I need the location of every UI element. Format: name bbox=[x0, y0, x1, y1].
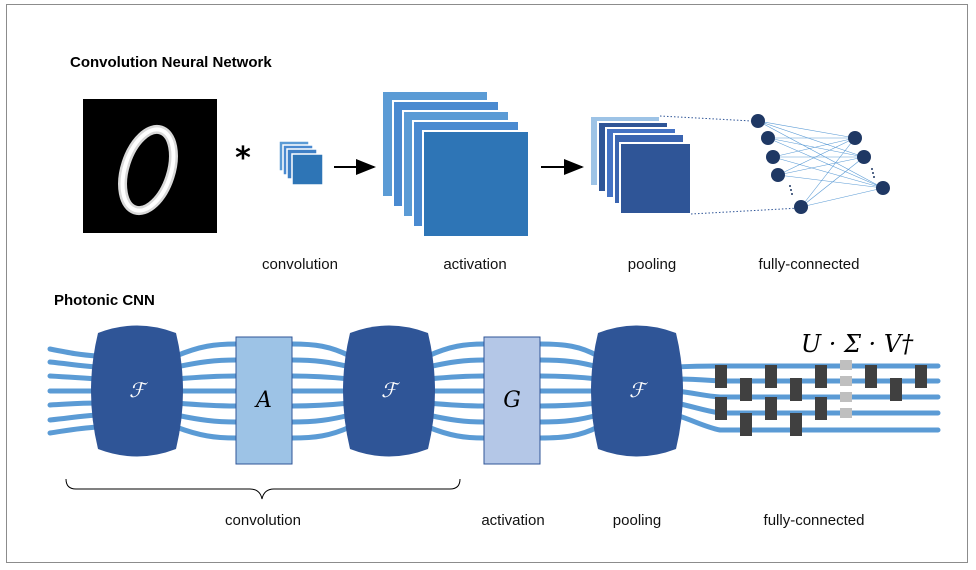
activation-maps-stack bbox=[381, 90, 530, 238]
mzi-element bbox=[765, 397, 777, 420]
svg-text:ℱ: ℱ bbox=[381, 378, 400, 402]
fc-node bbox=[857, 150, 871, 164]
fc-node bbox=[751, 114, 765, 128]
mzi-sigma-element bbox=[840, 408, 852, 418]
mzi-element bbox=[740, 378, 752, 401]
photonic-cnn-title: Photonic CNN bbox=[54, 292, 155, 309]
mzi-mesh bbox=[715, 360, 927, 436]
mzi-sigma-element bbox=[840, 376, 852, 386]
kernel-stack bbox=[278, 140, 324, 186]
pooling-maps-stack bbox=[589, 115, 692, 215]
photonic-label-convolution: convolution bbox=[225, 512, 301, 529]
fc-node bbox=[848, 131, 862, 145]
mzi-element bbox=[715, 397, 727, 420]
amplitude-mask-block: A bbox=[235, 336, 293, 465]
mzi-element bbox=[790, 413, 802, 436]
mzi-element bbox=[740, 413, 752, 436]
svd-formula: U · Σ · V† bbox=[801, 330, 914, 358]
mzi-element bbox=[865, 365, 877, 388]
pooling-projection-line-top bbox=[659, 115, 753, 122]
cnn-label-convolution: convolution bbox=[262, 256, 338, 273]
svg-text:ℱ: ℱ bbox=[629, 378, 648, 402]
fc-ellipsis-dots bbox=[789, 168, 875, 195]
fc-nodes bbox=[751, 114, 890, 214]
fc-node bbox=[771, 168, 785, 182]
svg-text:A: A bbox=[254, 388, 272, 413]
mzi-element bbox=[715, 365, 727, 388]
mzi-element bbox=[915, 365, 927, 388]
nonlinear-activation-block: G bbox=[483, 336, 541, 465]
photonic-label-activation: activation bbox=[481, 512, 545, 529]
mzi-element bbox=[790, 378, 802, 401]
fourier-lens-1: ℱ bbox=[91, 325, 183, 457]
mzi-sigma-element bbox=[840, 392, 852, 402]
fc-node bbox=[876, 181, 890, 195]
fourier-lens-3: ℱ bbox=[591, 325, 683, 457]
svg-text:G: G bbox=[503, 388, 521, 413]
mzi-element bbox=[815, 365, 827, 388]
fc-node bbox=[766, 150, 780, 164]
fc-node bbox=[761, 131, 775, 145]
cnn-label-pooling: pooling bbox=[627, 256, 677, 273]
convolution-brace bbox=[65, 478, 461, 500]
fc-node bbox=[794, 200, 808, 214]
mzi-sigma-element bbox=[840, 360, 852, 370]
mzi-element bbox=[765, 365, 777, 388]
mzi-element bbox=[890, 378, 902, 401]
cnn-title: Convolution Neural Network bbox=[70, 54, 272, 71]
mnist-digit-image bbox=[83, 99, 217, 233]
photonic-label-pooling: pooling bbox=[612, 512, 662, 529]
convolution-operator-symbol: * bbox=[235, 141, 251, 176]
fully-connected-network bbox=[757, 120, 884, 208]
figure-frame bbox=[6, 4, 968, 563]
fourier-lens-2: ℱ bbox=[343, 325, 435, 457]
cnn-label-fully-connected: fully-connected bbox=[758, 256, 860, 273]
svg-text:ℱ: ℱ bbox=[129, 378, 148, 402]
mzi-element bbox=[815, 397, 827, 420]
pooling-projection-line-bottom bbox=[690, 207, 801, 215]
photonic-label-fully-connected: fully-connected bbox=[763, 512, 865, 529]
cnn-label-activation: activation bbox=[443, 256, 507, 273]
